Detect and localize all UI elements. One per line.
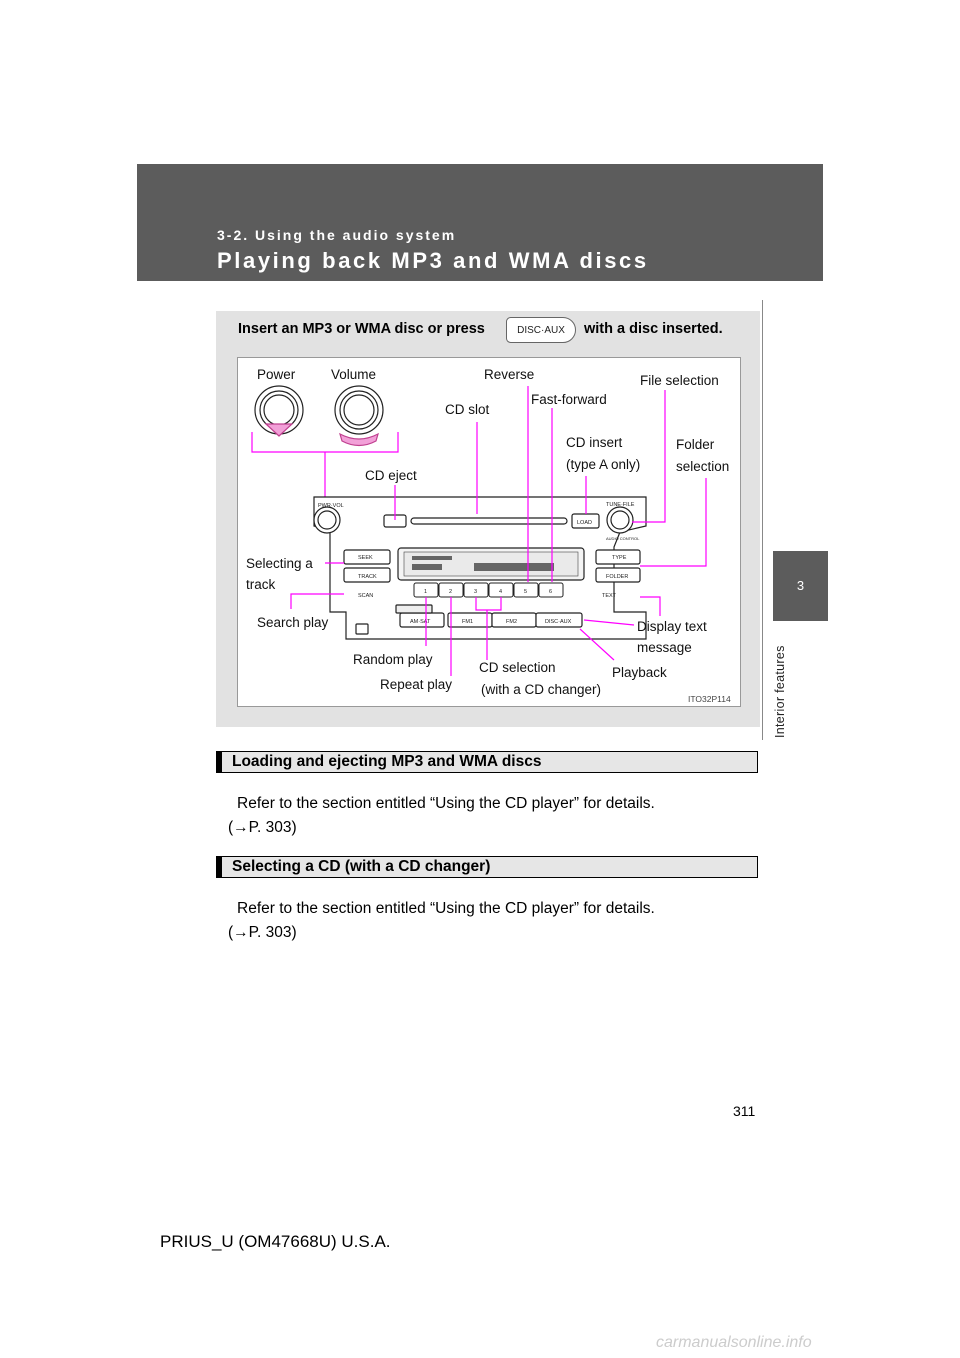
label-display-text-2: message	[637, 640, 692, 655]
label-file-selection: File selection	[640, 373, 719, 388]
page-title: Playing back MP3 and WMA discs	[217, 248, 649, 273]
section-loading-line1: Refer to the section entitled “Using the…	[237, 795, 655, 812]
label-cd-insert-2: (type A only)	[566, 457, 641, 472]
footer-model: PRIUS_U (OM47668U) U.S.A.	[160, 1232, 391, 1251]
figure-caption: Insert an MP3 or WMA disc or press	[238, 321, 485, 337]
figure-caption-end: with a disc inserted.	[584, 321, 723, 337]
section-heading-selecting: Selecting a CD (with a CD changer)	[216, 856, 758, 878]
label-reverse: Reverse	[484, 367, 535, 382]
disc-aux-button-icon: DISC·AUX	[506, 317, 576, 343]
section-title: 3-2. Using the audio system	[217, 227, 457, 243]
chapter-tab[interactable]: 3	[773, 551, 828, 621]
section-loading-page-link[interactable]: (→P. 303)	[228, 819, 297, 836]
section-selecting-line1: Refer to the section entitled “Using the…	[237, 900, 655, 917]
label-random-play: Random play	[353, 652, 433, 667]
label-display-text-1: Display text	[637, 619, 707, 634]
label-volume: Volume	[331, 367, 377, 382]
label-selecting-track-1: Selecting a	[246, 556, 313, 571]
label-cd-eject: CD eject	[365, 468, 417, 483]
page-number: 311	[733, 1103, 756, 1119]
label-cd-selection-2: (with a CD changer)	[481, 682, 602, 697]
image-code: ITO32P114	[688, 694, 731, 704]
side-divider	[762, 300, 763, 740]
label-power: Power	[257, 367, 296, 382]
label-playback: Playback	[612, 665, 667, 680]
section-heading-loading: Loading and ejecting MP3 and WMA discs	[216, 751, 758, 773]
section-selecting-page-link[interactable]: (→P. 303)	[228, 924, 297, 941]
chapter-label: Interior features	[765, 628, 835, 738]
label-repeat-play: Repeat play	[380, 677, 453, 692]
label-fast-forward: Fast-forward	[531, 392, 607, 407]
label-selecting-track-2: track	[246, 577, 276, 592]
label-search-play: Search play	[257, 615, 329, 630]
chapter-label-text: Interior features	[773, 645, 787, 738]
watermark: carmanualsonline.info	[656, 1334, 812, 1351]
label-folder-2: selection	[676, 459, 730, 474]
label-cd-selection-1: CD selection	[479, 660, 556, 675]
label-folder-1: Folder	[676, 437, 715, 452]
chapter-header: 3-2. Using the audio system Playing back…	[137, 164, 823, 281]
label-cd-slot: CD slot	[445, 402, 490, 417]
label-cd-insert-1: CD insert	[566, 435, 623, 450]
